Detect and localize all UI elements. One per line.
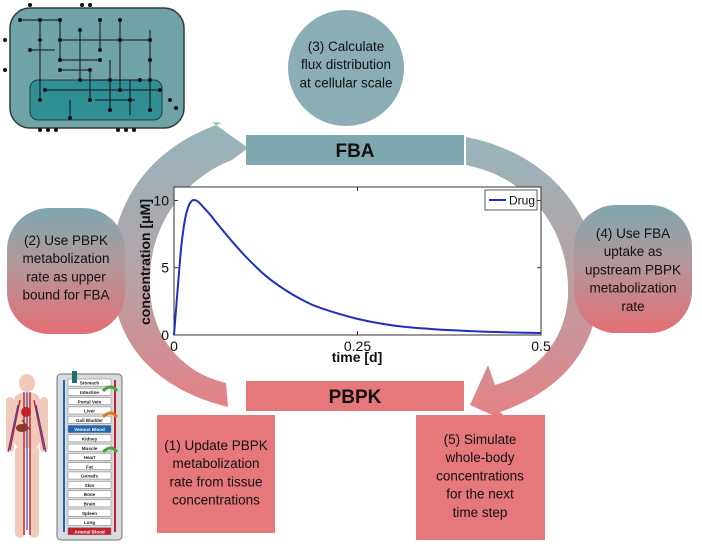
step-4-box xyxy=(574,205,692,333)
organ-label: Stomach xyxy=(80,381,100,386)
organ-box xyxy=(67,415,112,424)
step-text-line: concentrations xyxy=(172,493,260,508)
human-body-illustration xyxy=(6,374,48,538)
step-3-text: (3) Calculate flux distribution at cellula… xyxy=(299,39,392,90)
organ-label: Gall Bladder xyxy=(76,418,103,423)
legend-series-name: Drug xyxy=(509,194,535,208)
step-text-line: (4) Use FBA xyxy=(596,226,670,241)
step-3-circle xyxy=(288,10,404,126)
organ-label: Lung xyxy=(84,520,95,525)
x-tick-label: 0.25 xyxy=(344,338,371,354)
organ-label: Portal Vein xyxy=(78,399,102,404)
chart-y-axis-label: concentration [μM] xyxy=(137,199,153,325)
step-text-line: time step xyxy=(453,505,508,520)
organ-label: Spleen xyxy=(82,511,97,516)
chart-x-axis-label: time [d] xyxy=(332,349,383,365)
step-5-box xyxy=(416,415,545,540)
organ-box xyxy=(67,508,112,517)
cycle-arrows xyxy=(111,122,599,424)
organ-box xyxy=(67,471,112,480)
organ-label: Bone xyxy=(84,492,96,497)
step-text-line: at cellular scale xyxy=(299,75,392,90)
step-text-line: for the next xyxy=(446,487,514,502)
step-1-box xyxy=(157,415,275,533)
pbpk-label: PBPK xyxy=(329,387,382,408)
organ-box xyxy=(67,490,112,498)
organ-box xyxy=(67,378,112,387)
fba-banner xyxy=(246,135,464,165)
y-tick-label: 10 xyxy=(153,192,169,208)
step-2-box xyxy=(7,208,125,334)
step-5-text: (5) Simulate whole-body concentrations for … xyxy=(436,432,524,520)
organ-label: Intestine xyxy=(80,390,99,395)
right-cycle-arrow xyxy=(466,137,599,424)
step-text-line: (2) Use PBPK xyxy=(24,233,108,248)
step-text-line: uptake as xyxy=(604,244,663,259)
metabolic-network-illustration xyxy=(3,3,185,132)
concentration-chart: 0 0.25 0.5 0 5 10 Drug time [d] concentration… xyxy=(137,186,551,365)
organ-box xyxy=(67,434,112,443)
x-tick-label: 0 xyxy=(170,338,178,354)
step-text-line: (3) Calculate xyxy=(308,39,385,54)
y-tick-label: 0 xyxy=(161,327,169,343)
step-2-text: (2) Use PBPK metabolization rate as upper b… xyxy=(22,233,109,303)
pbpk-banner xyxy=(246,381,464,411)
organ-box xyxy=(67,462,112,470)
organ-box xyxy=(67,453,112,461)
organ-label: Brain xyxy=(84,502,96,507)
step-text-line: concentrations xyxy=(436,468,524,483)
step-text-line: (5) Simulate xyxy=(444,432,517,447)
chart-plot-area xyxy=(173,186,542,336)
x-tick-label: 0.5 xyxy=(531,338,551,354)
organ-box xyxy=(67,527,112,536)
step-text-line: metabolization xyxy=(172,456,259,471)
step-text-line: bound for FBA xyxy=(22,288,109,303)
organ-box xyxy=(67,406,112,415)
organ-label: Venous Blood xyxy=(74,427,105,432)
organ-label: Gonads xyxy=(81,474,99,479)
organ-box xyxy=(67,480,112,489)
organ-box xyxy=(67,499,112,508)
fba-label: FBA xyxy=(335,141,374,162)
step-text-line: (1) Update PBPK xyxy=(164,438,268,453)
chart-legend: Drug xyxy=(484,189,538,211)
organ-box xyxy=(67,425,112,433)
step-text-line: rate xyxy=(621,299,644,314)
step-text-line: rate from tissue xyxy=(169,474,262,489)
series-line-drug xyxy=(173,198,542,336)
organ-label: Arterial Blood xyxy=(74,529,105,534)
step-text-line: metabolization xyxy=(589,281,676,296)
organ-box xyxy=(67,397,112,405)
organ-label: Skin xyxy=(85,483,95,488)
y-tick-label: 5 xyxy=(161,260,169,276)
organ-box xyxy=(67,518,112,526)
step-text-line: rate as upper xyxy=(26,269,106,284)
step-1-text: (1) Update PBPK metabolization rate from t… xyxy=(164,438,268,508)
left-cycle-arrow xyxy=(111,122,249,407)
step-text-line: whole-body xyxy=(444,450,514,465)
organ-label: Heart xyxy=(84,455,96,460)
step-text-line: metabolization xyxy=(22,251,109,266)
step-text-line: upstream PBPK xyxy=(585,262,681,277)
organ-label: Kidney xyxy=(82,436,98,441)
organ-box xyxy=(67,388,112,396)
organ-label: Fat xyxy=(86,464,93,469)
step-text-line: flux distribution xyxy=(301,57,391,72)
organ-label: Muscle xyxy=(82,446,98,451)
organ-label: Liver xyxy=(84,409,95,414)
step-4-text: (4) Use FBA uptake as upstream PBPK metabol… xyxy=(585,226,681,314)
